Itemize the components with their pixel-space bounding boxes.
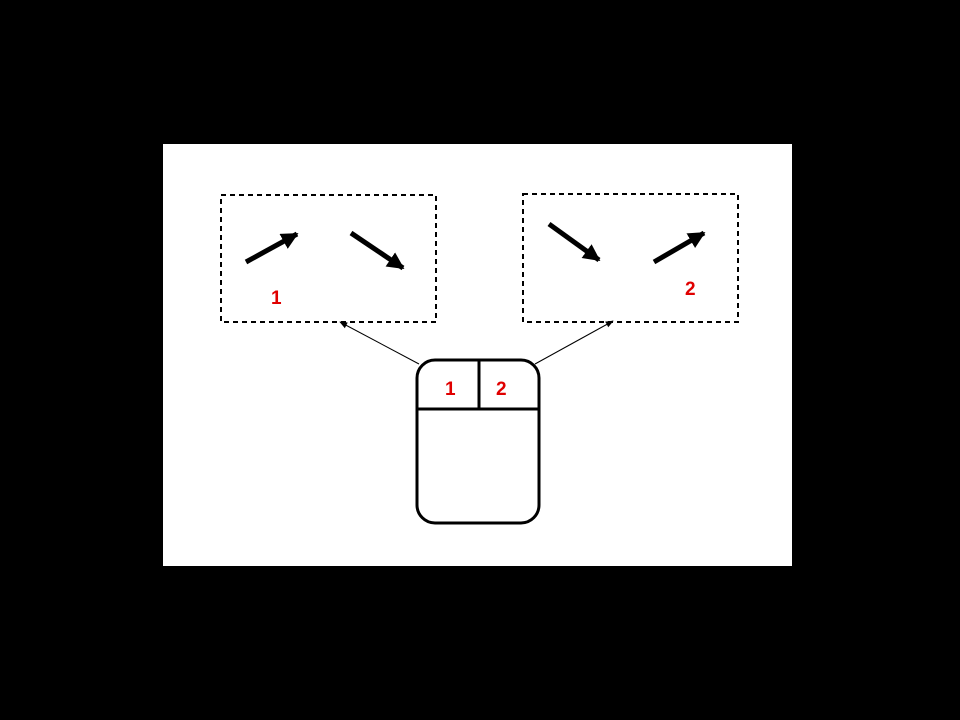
- panel-2-dashed-border: [522, 193, 739, 323]
- mouse-button-diagram: 1 2 1 2: [220, 193, 739, 525]
- arrow-up-right-icon: [652, 230, 706, 265]
- connector-right-button-to-panel-2: [534, 320, 614, 365]
- arrow-up-right-icon: [244, 231, 299, 265]
- mouse-right-button-label: 2: [496, 379, 507, 400]
- arrow-down-right-icon: [547, 221, 601, 263]
- panel-2: 2: [522, 193, 739, 323]
- arrow-down-right-icon: [349, 230, 405, 271]
- panel-1: 1: [220, 194, 437, 323]
- diagram-canvas: 1 2 1 2: [163, 144, 792, 566]
- panel-2-label: 2: [685, 279, 696, 300]
- connector-left-button-to-panel-1: [339, 321, 420, 365]
- mouse-icon: 1 2: [415, 358, 541, 525]
- panel-1-label: 1: [271, 288, 282, 309]
- mouse-left-button-label: 1: [445, 379, 456, 400]
